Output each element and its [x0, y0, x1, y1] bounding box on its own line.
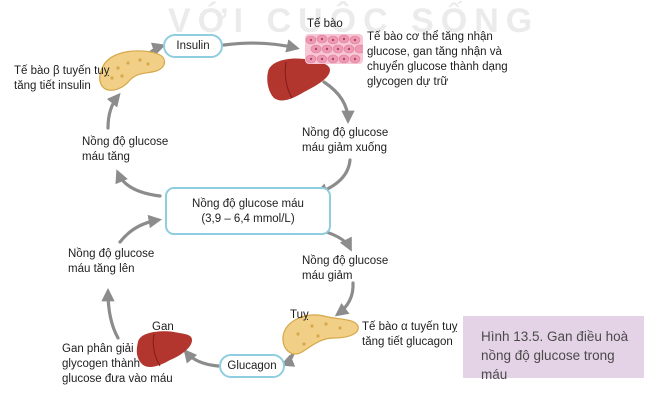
pancreas-beta-icon	[99, 50, 166, 91]
glucose-rises-line-1: Nồng độ glucose	[68, 248, 155, 260]
cells-desc-line-4: glycogen dự trữ	[367, 76, 449, 88]
cells-desc-line-3: chuyển glucose thành dạng	[367, 61, 508, 73]
glucose-high-line-2: máu tăng	[82, 151, 130, 163]
liver-top-icon	[267, 58, 330, 101]
beta-cell-line-2: tăng tiết insulin	[14, 80, 91, 92]
arrow-main-to-high	[115, 169, 162, 198]
insulin-node: Insulin	[163, 34, 223, 58]
body-cells-image	[305, 34, 363, 64]
watermark: VỚI CUỘC SỐNG	[168, 2, 540, 40]
glucose-rises-label: Nồng độ glucose máu tăng lên	[68, 247, 154, 277]
glucose-falls-line-2: máu giảm xuống	[302, 142, 388, 154]
glucose-high-label: Nồng độ glucose máu tăng	[82, 135, 168, 165]
liver-bottom-icon	[136, 331, 192, 367]
glucose-low-line-1: Nồng độ glucose	[302, 255, 389, 267]
glucose-low-line-2: máu giảm	[302, 270, 353, 282]
arrow-insulin-to-cells	[222, 39, 300, 53]
arrow-liver-to-falls	[322, 80, 355, 125]
alpha-cell-line-1: Tế bào α tuyến tuỵ	[362, 321, 458, 333]
arrow-glucagon-to-liver	[183, 348, 220, 368]
liver-release-line-2: glycogen thành	[62, 358, 141, 370]
arrow-high-to-beta	[106, 92, 121, 130]
liver-release-line-3: glucose đưa vào máu	[62, 373, 173, 385]
beta-cell-label: Tế bào β tuyến tuỵ tăng tiết insulin	[14, 64, 109, 94]
cells-description: Tế bào cơ thể tăng nhận glucose, gan tăn…	[367, 30, 508, 90]
caption-line-2: nồng độ glucose trong máu	[481, 348, 615, 382]
glucose-rises-line-2: máu tăng lên	[68, 263, 135, 275]
arrow-liver-to-rises	[101, 287, 120, 340]
glucose-high-line-1: Nồng độ glucose	[82, 136, 169, 148]
blood-glucose-box: Nồng độ glucose máu (3,9 – 6,4 mmol/L)	[165, 187, 331, 235]
cells-label: Tế bào	[307, 18, 343, 30]
liver-release-label: Gan phân giải glycogen thành glucose đưa…	[62, 342, 173, 387]
main-box-range: (3,9 – 6,4 mmol/L)	[201, 213, 295, 225]
glucose-falls-line-1: Nồng độ glucose	[302, 127, 389, 139]
alpha-cell-label: Tế bào α tuyến tuỵ tăng tiết glucagon	[362, 320, 458, 350]
liver-release-line-1: Gan phân giải	[62, 343, 134, 355]
glucagon-node: Glucagon	[219, 354, 285, 378]
caption-line-1: Hình 13.5. Gan điều hoà	[481, 329, 629, 344]
glucose-falls-label: Nồng độ glucose máu giảm xuống	[302, 126, 388, 156]
pancreas-label: Tuỵ	[290, 309, 309, 321]
cells-desc-line-1: Tế bào cơ thể tăng nhận	[367, 31, 493, 43]
figure-caption: Hình 13.5. Gan điều hoà nồng độ glucose …	[463, 316, 644, 382]
cells-desc-line-2: glucose, gan tăng nhận và	[367, 46, 502, 58]
arrow-rises-to-main	[118, 214, 162, 244]
liver-label: Gan	[152, 321, 174, 333]
pancreas-alpha-icon	[282, 314, 359, 355]
arrow-low-to-tuy	[334, 281, 355, 317]
glucose-low-label: Nồng độ glucose máu giảm	[302, 254, 388, 284]
beta-cell-line-1: Tế bào β tuyến tuỵ	[14, 65, 110, 77]
alpha-cell-line-2: tăng tiết glucagon	[362, 336, 453, 348]
main-box-title: Nồng độ glucose máu	[192, 198, 304, 210]
